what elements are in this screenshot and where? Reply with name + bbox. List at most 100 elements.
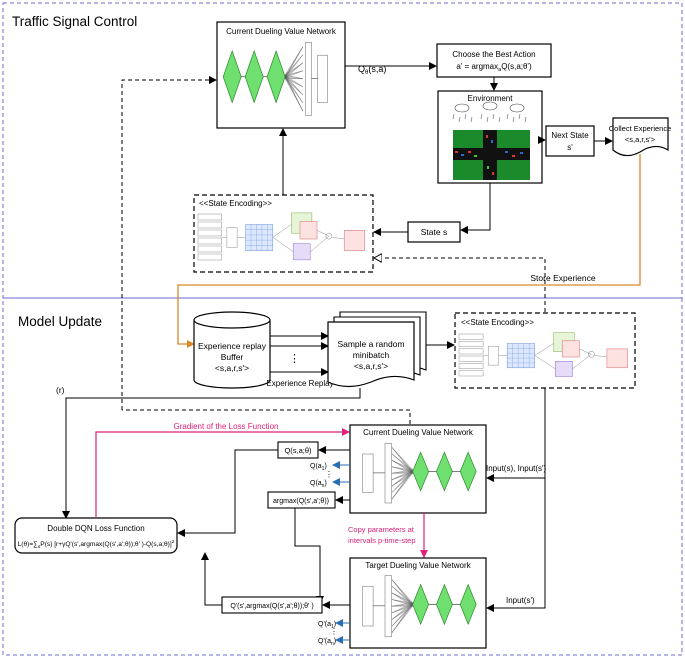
best-action-formula: a' = argmaxaQ(s,a;θ'): [456, 62, 532, 73]
next-state-line1: Next State: [551, 131, 589, 140]
model-update-section: [2, 297, 683, 656]
minibatch-line3: <s,a,r,s'>: [354, 361, 388, 371]
embedding-grid: [245, 224, 274, 251]
network-title-2: Current Dueling Value Network: [363, 428, 474, 437]
dense-fan: [391, 579, 413, 634]
encoding-to-target-arrow: [486, 388, 546, 612]
argmax-box: argmax(Q(s',a';θ)): [267, 491, 336, 509]
environment-title: Environment: [468, 94, 514, 103]
copy-params-line1: Copy parameters at: [348, 525, 415, 534]
minibatch-line2: minibatch: [353, 350, 390, 360]
linear-layer: [226, 227, 238, 248]
minibatch-docs: Sample a random minibatch <s,a,r,s'>: [327, 311, 427, 388]
traffic-signal-section: [2, 2, 683, 299]
section-title-model-update: Model Update: [18, 314, 102, 329]
value-stream: [384, 443, 392, 504]
encoding-schematic-2: [458, 332, 628, 377]
gradient-arrow: [95, 428, 350, 517]
replay-line3: <s,a,r,s'>: [215, 363, 249, 373]
q-prime-box: Q'(s',argmax(Q(s',a';θ));θ' ): [221, 596, 323, 614]
ellipsis-2: ⋮: [325, 470, 333, 479]
value-stream: [384, 575, 392, 638]
target-network-title: Target Dueling Value Network: [365, 561, 471, 570]
q-prime-label: Q'(s',argmax(Q(s',a';θ));θ' ): [230, 603, 313, 610]
q-a1-label: Q(a1): [310, 463, 327, 472]
minibatch-line1: Sample a random: [337, 339, 404, 349]
current-dueling-network-top: Current Dueling Value Network: [216, 21, 346, 129]
network-layers: [222, 42, 328, 116]
encoding-schematic: [197, 212, 365, 261]
collect-line2: <s,a,r,s'>: [625, 135, 656, 144]
env-to-state-arrow: [460, 183, 491, 234]
reward-arrow: [62, 388, 361, 519]
argmax-to-target-arrow: [294, 508, 324, 604]
state-encoding-title-2: <<State Encoding>>: [461, 318, 534, 327]
loss-function-box: Double DQN Loss Function L(θ)=∑sP(s) [r+…: [14, 517, 178, 554]
encoding-connectors: [483, 343, 607, 370]
store-experience-arrow: [177, 154, 641, 348]
current-dueling-network-bottom: Current Dueling Value Network: [349, 424, 487, 514]
dense-fan: [391, 446, 413, 500]
value-stream: [305, 42, 312, 116]
encoding-connectors: [221, 224, 345, 252]
dense-layer-1: [459, 583, 477, 626]
environment-box: Environment: [437, 90, 543, 184]
input-sprime-label: Input(s'): [506, 596, 535, 605]
qp-an-label: Q'(an): [318, 638, 336, 647]
rain-icons: [452, 113, 527, 123]
gradient-label: Gradient of the Loss Function: [174, 422, 279, 431]
copy-params-line2: intervals p-time-step: [348, 536, 416, 545]
state-encoding-title: <<State Encoding>>: [199, 199, 272, 208]
linear-layer: [488, 346, 499, 366]
output-grid: [606, 348, 628, 369]
ellipsis-1: ⋮: [289, 353, 300, 365]
input-s-sprime-label: Input(s), Input(s'): [486, 464, 547, 473]
argmax-label: argmax(Q(s',a';θ)): [273, 498, 329, 505]
experience-replay-label: Experience Replay: [266, 379, 333, 388]
collect-line1: Collect Experience: [609, 124, 672, 133]
q-an-label: Q(an): [310, 480, 327, 489]
input-rows: [458, 333, 484, 377]
state-encoding-bottom: <<State Encoding>>: [454, 312, 636, 389]
store-experience-label: Store Experience: [530, 273, 595, 283]
output-layer: [317, 54, 328, 103]
state-s-label: State s: [421, 227, 447, 237]
dense-layer-1: [459, 451, 477, 492]
input-rows: [197, 213, 222, 261]
qprime-to-loss-arrow: [201, 552, 222, 606]
choose-best-action-box: Choose the Best Action a' = argmaxaQ(s,a…: [436, 43, 552, 78]
q-value-label: Q(s,a;θ): [284, 446, 312, 455]
cloud-icons: [454, 101, 525, 113]
output-grid: [343, 230, 365, 251]
loss-title: Double DQN Loss Function: [47, 524, 144, 533]
loss-formula: L(θ)=∑sP(s) [r+γQ'(s',argmax(Q(s',a';θ))…: [18, 539, 175, 550]
replay-buffer-cylinder: Experience replay Buffer <s,a,r,s'>: [193, 311, 271, 389]
embedding-grid: [506, 343, 535, 369]
encoding-share-dashed-arrow: [374, 258, 546, 312]
net-sync-dashed-line: [122, 409, 411, 424]
network-title: Current Dueling Value Network: [226, 27, 337, 36]
gradient-update-dashed-arrow: [121, 76, 217, 410]
q-value-box: Q(s,a;θ): [277, 441, 319, 459]
state-encoding-top: <<State Encoding>>: [193, 194, 374, 273]
attention-block: [291, 212, 318, 261]
best-action-line1: Choose the Best Action: [452, 50, 535, 59]
network-layers-3: [362, 575, 477, 638]
reward-label: (r): [56, 385, 65, 395]
q-theta-label: Qθ(s,a): [358, 64, 386, 76]
next-state-box: Next State s': [545, 125, 595, 157]
state-s-box: State s: [407, 221, 461, 243]
dense-fan: [285, 46, 304, 112]
output-layer: [362, 586, 374, 627]
section-title-traffic: Traffic Signal Control: [12, 14, 137, 29]
target-dueling-network: Target Dueling Value Network: [349, 557, 487, 649]
q-to-loss-arrow: [177, 449, 278, 537]
replay-line1: Experience replay: [198, 341, 267, 351]
intersection-map: [453, 130, 530, 180]
next-state-line2: s': [567, 143, 573, 152]
network-layers-2: [362, 443, 477, 504]
collect-experience-doc: Collect Experience <s,a,r,s'>: [609, 117, 672, 157]
replay-line2: Buffer: [221, 352, 244, 362]
qp-a1-label: Q'(a1): [318, 621, 336, 630]
